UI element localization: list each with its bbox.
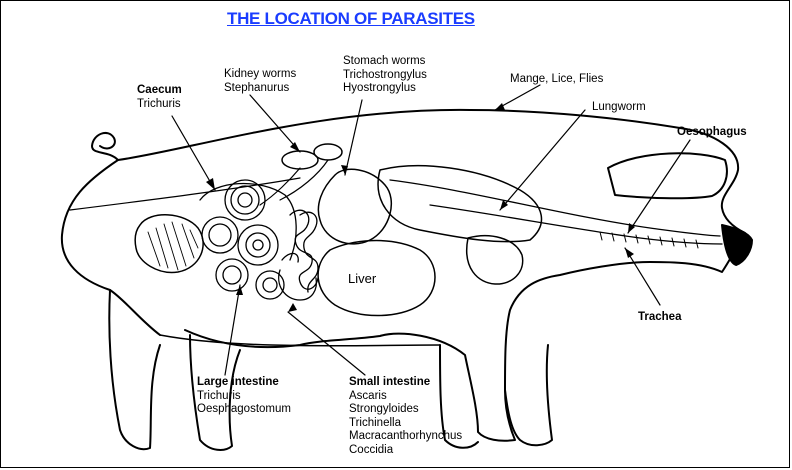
- small-intestine-organ: [279, 210, 318, 300]
- label-small-intestine-item: Macracanthorhynchus: [349, 430, 462, 444]
- label-lungworm: Lungworm: [592, 101, 646, 115]
- pointer-stomach: [345, 100, 362, 175]
- pointer-lungworm: [500, 110, 585, 210]
- label-large-intestine-item: Trichuris: [197, 390, 291, 404]
- label-kidney-worms: Kidney worms Stephanurus: [224, 68, 296, 95]
- label-stomach-item: Stomach worms: [343, 55, 427, 69]
- pig-snout: [722, 225, 752, 265]
- pointer-lines: [172, 85, 690, 375]
- label-stomach-item: Hyostrongylus: [343, 82, 427, 96]
- label-small-intestine-item: Trichinella: [349, 417, 462, 431]
- oesophagus-tube: [390, 180, 720, 236]
- label-oesophagus: Oesophagus: [677, 126, 747, 140]
- pointer-arrowheads: [206, 103, 635, 312]
- pointer-small-intestine: [288, 312, 365, 375]
- large-intestine-organ: [200, 180, 296, 299]
- heart-organ: [467, 236, 523, 284]
- label-kidney-item: Stephanurus: [224, 82, 296, 96]
- label-small-intestine-item: Ascaris: [349, 390, 462, 404]
- label-small-intestine-heading: Small intestine: [349, 376, 462, 390]
- pig-hind-leg-left: [109, 290, 160, 449]
- label-large-intestine-heading: Large intestine: [197, 376, 291, 390]
- label-small-intestine-item: Strongyloides: [349, 403, 462, 417]
- label-kidney-item: Kidney worms: [224, 68, 296, 82]
- label-liver: Liver: [348, 272, 376, 286]
- trachea-tube: [430, 205, 722, 244]
- kidney-organ: [282, 151, 318, 169]
- pig-rump: [62, 160, 160, 335]
- label-stomach-item: Trichostrongylus: [343, 69, 427, 83]
- pig-tail: [92, 133, 118, 160]
- label-caecum-item: Trichuris: [137, 98, 182, 112]
- kidney-organ-2: [314, 144, 342, 160]
- liver-organ: [318, 241, 435, 316]
- pig-ear: [608, 153, 727, 198]
- label-caecum-heading: Caecum: [137, 84, 182, 98]
- label-trachea: Trachea: [638, 311, 681, 325]
- pointer-large-intestine: [225, 285, 240, 375]
- label-small-intestine: Small intestine Ascaris Strongyloides Tr…: [349, 376, 462, 457]
- label-mange-lice-flies: Mange, Lice, Flies: [510, 73, 603, 87]
- label-large-intestine: Large intestine Trichuris Oesphagostomum: [197, 376, 291, 417]
- label-large-intestine-item: Oesphagostomum: [197, 403, 291, 417]
- label-caecum: Caecum Trichuris: [137, 84, 182, 111]
- pointer-kidney: [250, 95, 300, 152]
- caecum-organ: [135, 215, 203, 273]
- lung-organ: [378, 166, 541, 242]
- pointer-trachea: [625, 248, 660, 305]
- stomach-organ: [318, 169, 391, 244]
- pointer-caecum: [172, 116, 215, 190]
- label-small-intestine-item: Coccidia: [349, 444, 462, 458]
- pig-spine-line: [70, 178, 300, 210]
- label-stomach-worms: Stomach worms Trichostrongylus Hyostrong…: [343, 55, 427, 96]
